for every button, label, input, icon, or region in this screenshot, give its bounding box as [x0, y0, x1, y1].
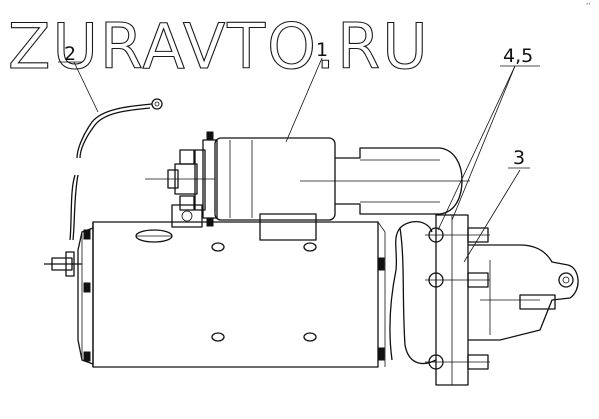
callout-label-4-5: 4,5 [503, 45, 533, 67]
solenoid [145, 131, 470, 228]
motor-body [44, 213, 386, 368]
corner-mark: ʻʻ [586, 2, 590, 10]
callout-label-3: 3 [513, 147, 525, 169]
leader-lines [73, 57, 521, 263]
callout-label-2: 2 [64, 43, 76, 65]
flange-bolt-top [425, 227, 490, 243]
drive-housing [389, 214, 579, 386]
flange-bolt-bottom [425, 354, 490, 370]
wire-cable [69, 98, 163, 241]
callout-label-1: 1 [316, 39, 328, 61]
flange-bolt-mid [425, 272, 490, 288]
